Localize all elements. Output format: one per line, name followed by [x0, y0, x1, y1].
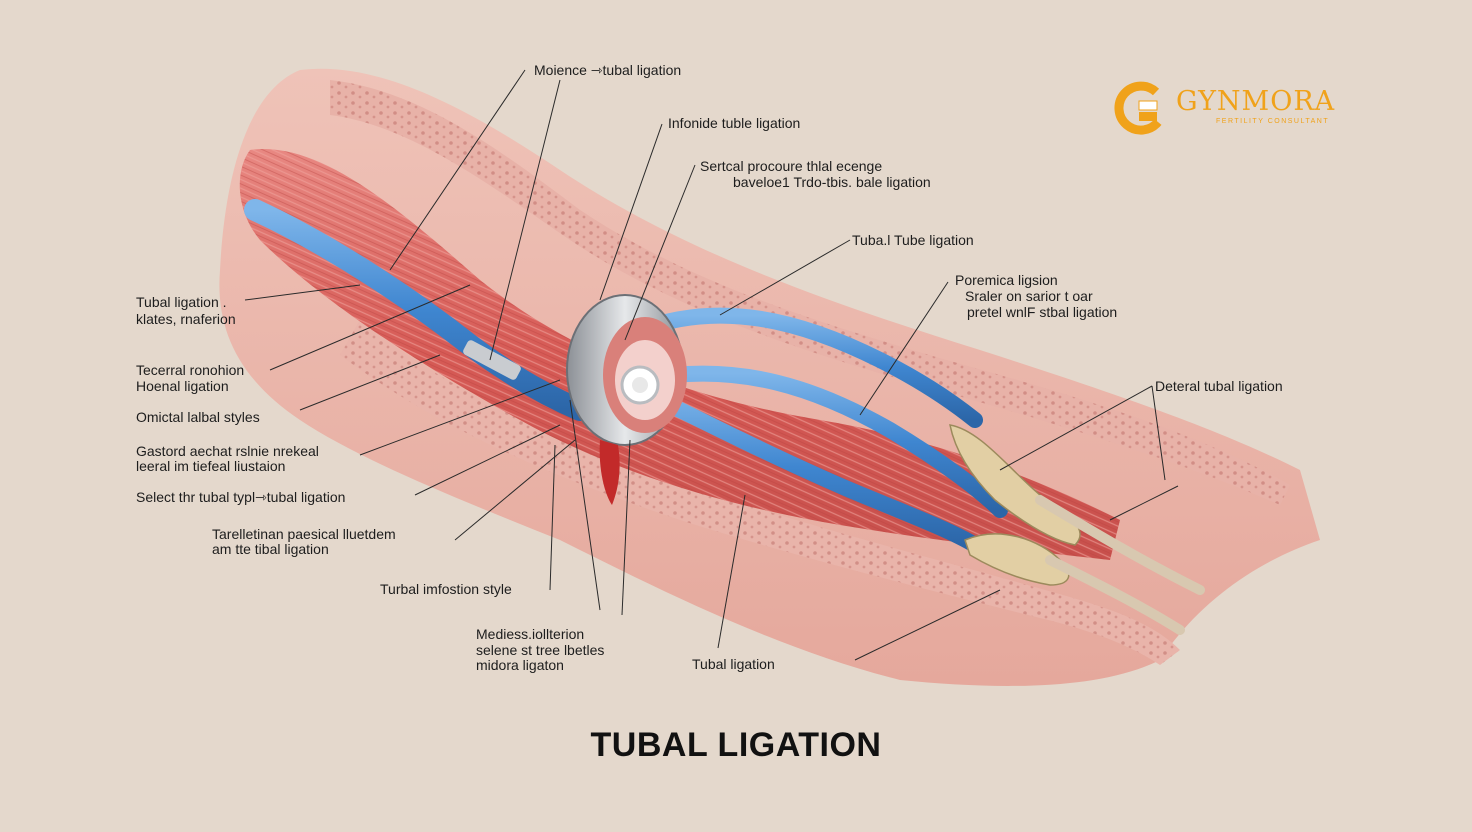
label-right-2a: Poremica ligsion [955, 272, 1058, 288]
label-bottom-1: Turbal imfostion style [380, 581, 512, 597]
fallopian-tube-lower [632, 382, 983, 553]
label-left-6b: am tte tibal ligation [212, 541, 329, 557]
label-left-3: Omictal lalbal styles [136, 409, 260, 425]
label-left-5: Select thr tubal typl⇾tubal ligation [136, 489, 346, 505]
ligation-ring [566, 294, 687, 446]
brand-name: GYNMORA [1176, 86, 1336, 117]
label-left-6a: Tarelletinan paesical lluetdem [212, 526, 396, 542]
label-top-3b: baveloe1 Trdo-tbis. bale ligation [733, 174, 931, 190]
label-top-3a: Sertcal procoure thlal ecenge [700, 158, 883, 174]
label-left-1b: klates, rnaferion [136, 311, 236, 327]
fallopian-tube-upper [632, 307, 983, 428]
label-bottom-2c: midora ligaton [476, 657, 564, 673]
label-right-2c: pretel wnlF stbal ligation [967, 304, 1118, 320]
fallopian-tube-left [244, 199, 591, 421]
brand-logo: GYNMORA FERTILITY CONSULTANT [1112, 78, 1372, 138]
brand-tagline: FERTILITY CONSULTANT [1216, 118, 1330, 125]
label-bottom-2b: selene st tree lbetles [476, 642, 605, 658]
leader-lines [244, 69, 1179, 661]
label-left-2a: Tecerral ronohion [136, 362, 245, 378]
fimbria-lower [964, 533, 1070, 586]
label-right-1: Tuba.l Tube ligation [852, 232, 974, 248]
page-title: TUBAL LIGATION [590, 726, 882, 764]
label-right-2b: Sraler on sarior t oar [965, 288, 1093, 304]
label-bottom-3: Tubal ligation [692, 656, 775, 672]
label-top-2: Infonide tuble ligation [668, 115, 801, 131]
label-bottom-2a: Mediess.iollterion [476, 626, 585, 642]
label-right-3: Deteral tubal ligation [1155, 378, 1283, 394]
label-top-1: Moience ⇾tubal ligation [534, 62, 682, 78]
suture-segment [463, 340, 521, 380]
label-left-1a: Tubal ligation . [136, 294, 227, 310]
blood-drop [599, 440, 620, 505]
g-logo-icon [1114, 81, 1162, 135]
label-left-4a: Gastord aechat rslnie nrekeal [136, 443, 319, 459]
fallopian-tube-middle [632, 365, 1008, 518]
label-left-4b: leeral im tiefeal liustaion [136, 458, 286, 474]
label-left-2b: Hoenal ligation [136, 378, 229, 394]
